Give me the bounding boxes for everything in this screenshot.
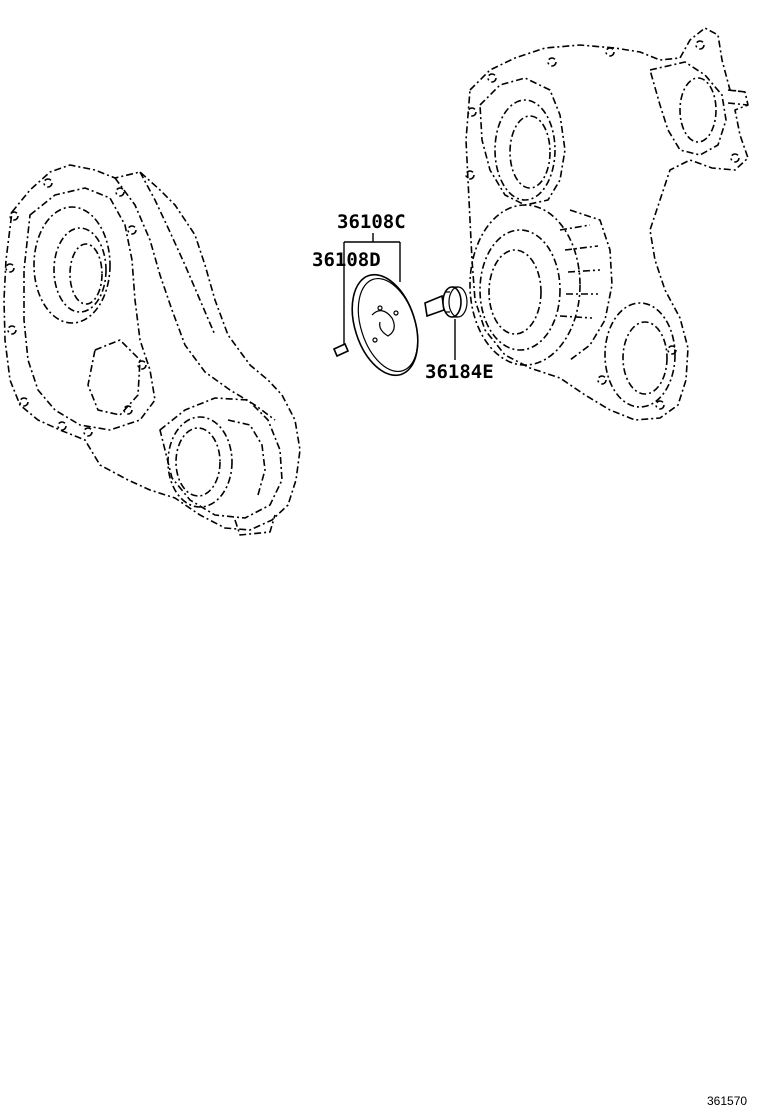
left-transfer-case-housing	[3, 164, 301, 536]
pin-part	[332, 342, 350, 358]
oil-pump-plate-part	[351, 273, 419, 377]
right-transfer-case-housing	[465, 27, 749, 421]
part-label-36184E: 36184E	[425, 361, 494, 383]
drive-gear-part	[424, 286, 468, 318]
leader-lines	[343, 233, 456, 360]
part-label-36108D: 36108D	[312, 249, 381, 271]
part-label-36108C: 36108C	[337, 211, 406, 233]
figure-number: 361570	[707, 1094, 748, 1108]
